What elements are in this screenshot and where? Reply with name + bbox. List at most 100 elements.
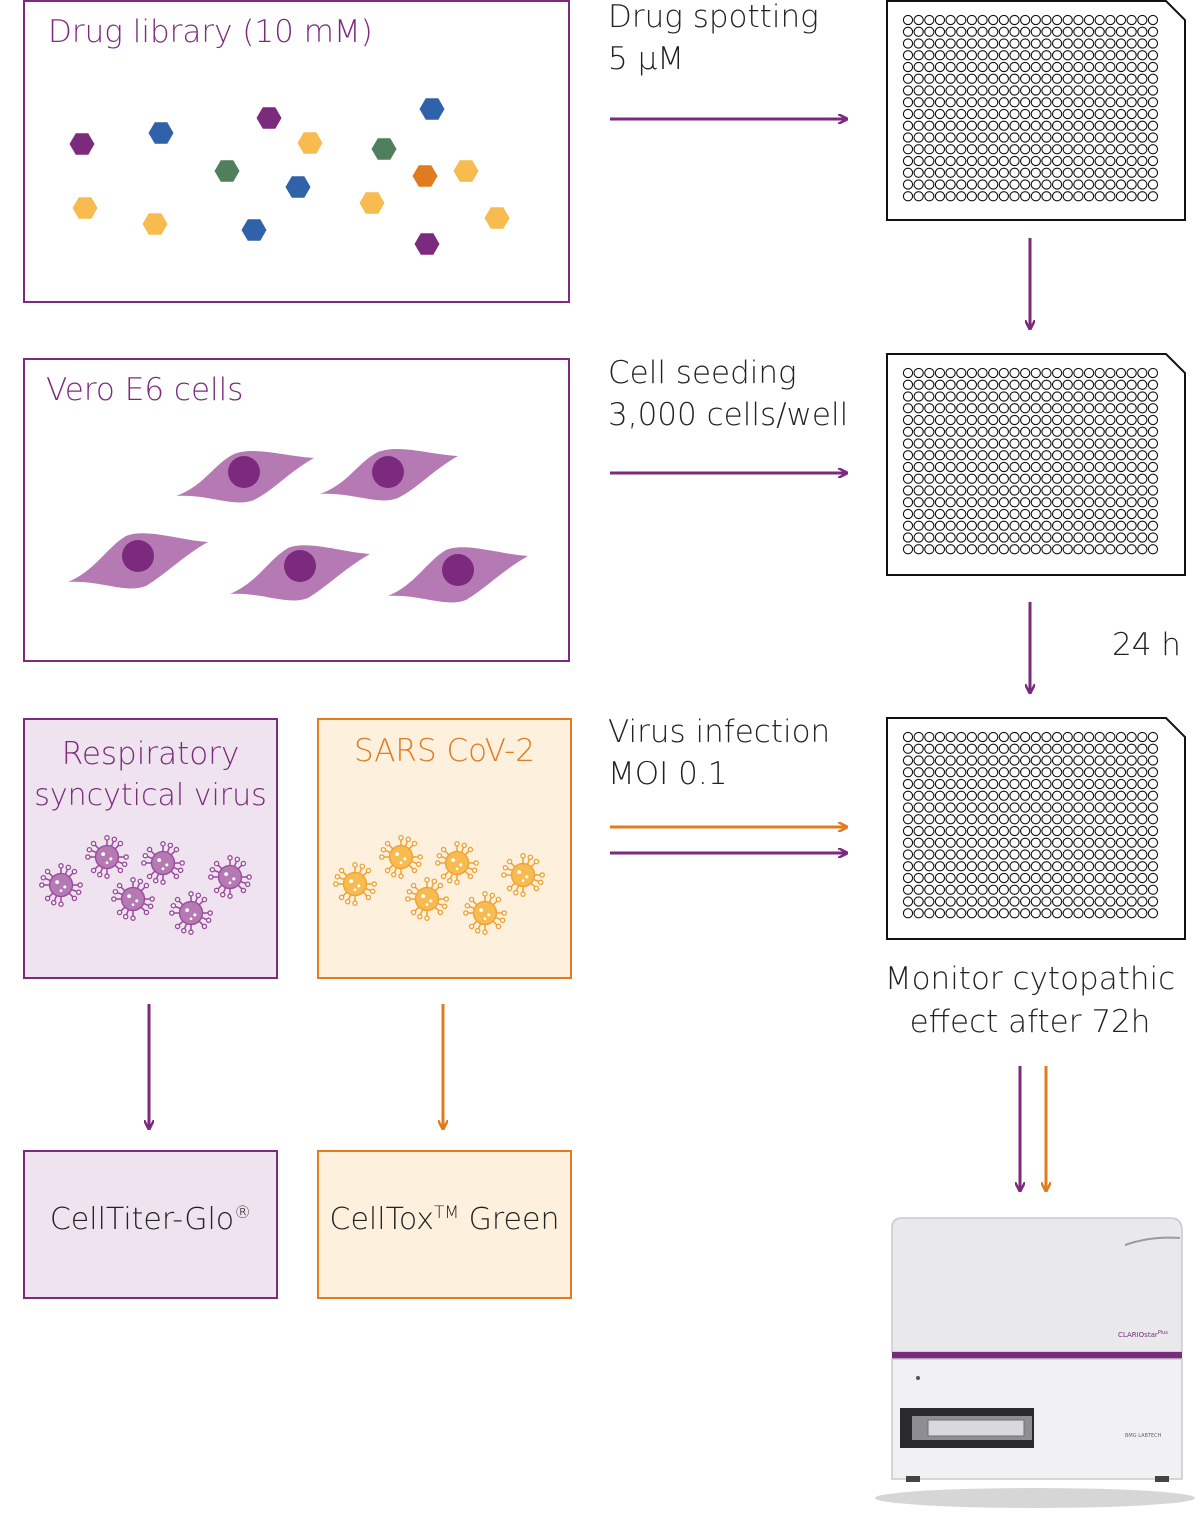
well [1073,485,1084,496]
well [1030,108,1041,120]
well [1019,802,1031,813]
well [934,520,946,531]
well [913,155,924,167]
well [1147,861,1159,872]
well [1137,38,1148,49]
well [1062,144,1073,155]
well [1105,485,1116,496]
well [1137,520,1148,531]
well [988,50,999,61]
well [945,391,956,402]
well [998,414,1009,426]
well [977,908,988,919]
well [1041,802,1052,813]
well [956,426,967,437]
well [1147,497,1159,508]
well [913,144,924,155]
well [1094,38,1105,49]
well [1105,825,1116,837]
well [913,438,924,449]
well [1019,73,1031,84]
well [1019,391,1031,402]
well [1051,132,1063,143]
well [1115,532,1127,543]
well [1062,508,1073,520]
well [1073,908,1084,919]
well [1030,825,1041,837]
well [1137,767,1148,778]
well [1051,896,1063,907]
well [913,814,924,825]
well [988,438,999,449]
well [1051,73,1063,84]
well [1041,461,1052,473]
well [956,403,967,414]
well [913,532,924,543]
well [1115,450,1127,461]
well [1083,814,1095,825]
well [934,508,946,520]
well [1147,14,1159,26]
well [924,861,935,872]
well [966,379,978,390]
well [1062,837,1073,848]
well [966,179,978,190]
well [1094,144,1105,155]
well [1105,26,1116,37]
well [966,861,978,872]
well [1030,403,1041,414]
well [1094,896,1105,907]
drug-hexagon-icon [297,132,323,154]
well [1019,497,1031,508]
well [934,391,946,402]
well [924,450,935,461]
well [1094,802,1105,813]
well [1083,61,1095,73]
well [1105,132,1116,143]
well [1083,379,1095,390]
well [1083,14,1095,26]
well [977,367,988,379]
well [934,367,946,379]
well [924,191,935,202]
well [1051,778,1063,790]
well [1115,403,1127,414]
well [988,450,999,461]
well [1041,743,1052,754]
well [977,450,988,461]
incubation-label: 24 h [1112,627,1181,663]
well [1115,767,1127,778]
drug-library-box [23,0,570,303]
well [1083,73,1095,84]
well [1051,26,1063,37]
well [1105,50,1116,61]
well [913,544,924,555]
well [1009,461,1020,473]
well [988,532,999,543]
well [1105,61,1116,73]
well [1105,778,1116,790]
well [1094,108,1105,120]
well [1051,191,1063,202]
drug-hexagon-icon [69,133,95,155]
drug-hexagon-icon [412,165,438,187]
well [934,14,946,26]
well [1115,167,1127,178]
well [1030,179,1041,190]
well [1105,426,1116,437]
well [924,26,935,37]
sars-virus-icon [332,861,378,907]
well [1041,14,1052,26]
well [1137,544,1148,555]
well [1019,532,1031,543]
well [1126,167,1137,178]
well [1073,403,1084,414]
well [1041,61,1052,73]
well [1041,767,1052,778]
well [1094,767,1105,778]
well [1105,508,1116,520]
well [1041,849,1052,860]
well [977,532,988,543]
well [1137,532,1148,543]
well [1137,367,1148,379]
